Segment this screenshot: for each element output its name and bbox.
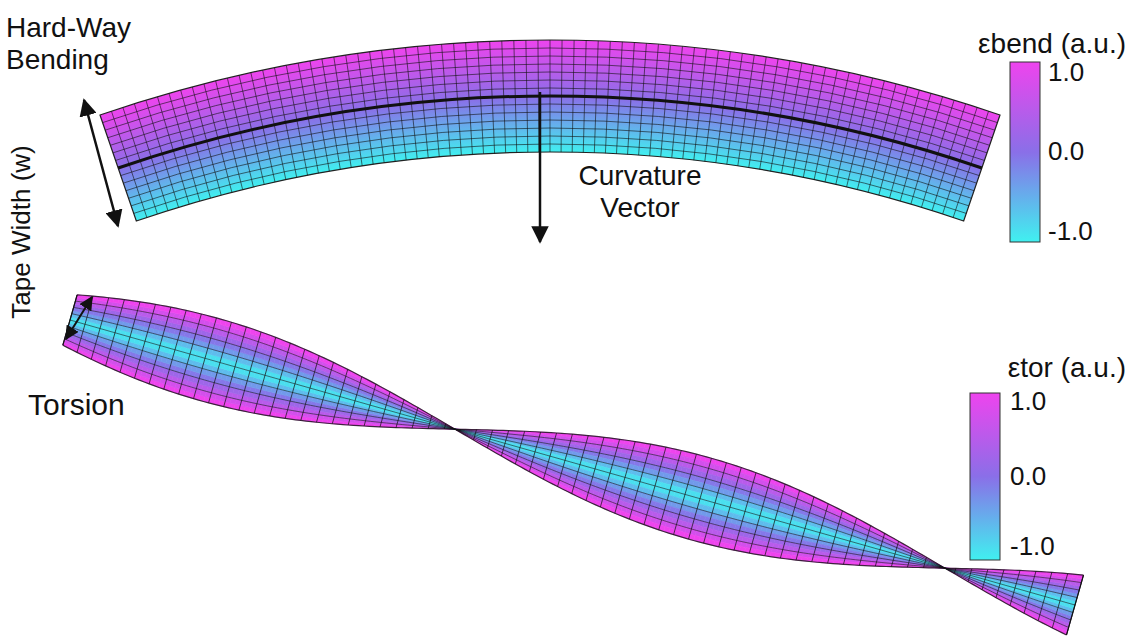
tape-surface [100,40,1000,221]
twisted-tape [63,295,1084,635]
tape-mesh [134,144,967,213]
bent-tape [100,40,1000,221]
neutral-axis [118,96,982,168]
